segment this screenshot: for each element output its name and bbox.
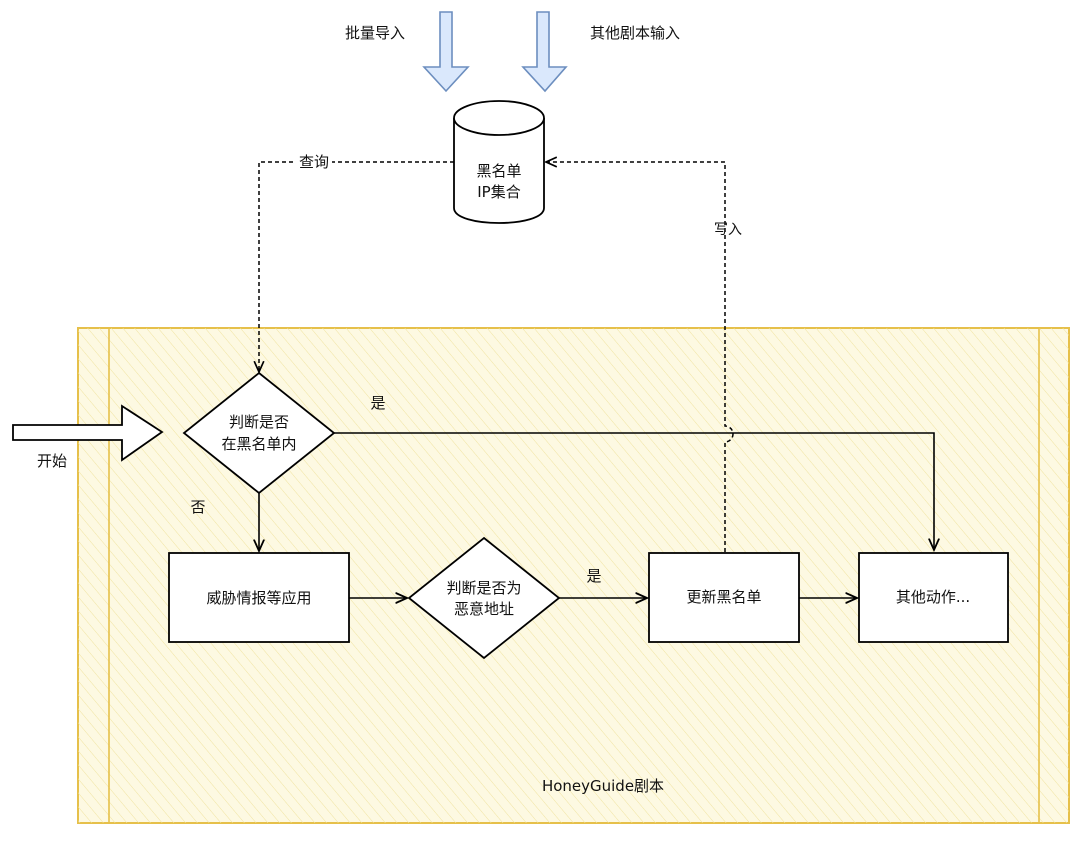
other-script-label: 其他剧本输入 (590, 24, 680, 42)
query-edge-label: 查询 (299, 153, 329, 171)
start-label: 开始 (37, 452, 67, 470)
container-title: HoneyGuide剧本 (542, 777, 664, 795)
decision1-line1: 判断是否 (229, 413, 289, 431)
database-top (453, 100, 545, 136)
threat-intel-box: 威胁情报等应用 (168, 552, 350, 643)
write-edge (546, 162, 734, 552)
other-script-arrow-icon (521, 11, 568, 93)
update-blacklist-box: 更新黑名单 (648, 552, 800, 643)
write-edge-label: 写入 (714, 222, 742, 238)
threat-intel-label: 威胁情报等应用 (206, 589, 311, 607)
yes-edge-mid-label: 是 (586, 567, 601, 585)
batch-import-label: 批量导入 (345, 24, 405, 42)
database-cylinder-icon (453, 118, 545, 224)
blacklist-database: 黑名单 IP集合 (453, 100, 545, 224)
decision1-line2: 在黑名单内 (221, 435, 296, 453)
other-actions-box: 其他动作... (858, 552, 1009, 643)
start-arrow-icon (12, 404, 164, 462)
decision-in-blacklist: 判断是否 在黑名单内 (182, 371, 336, 495)
decision2-line2: 恶意地址 (454, 600, 514, 618)
other-actions-label: 其他动作... (896, 588, 970, 606)
no-edge-label: 否 (190, 498, 205, 516)
database-label-line1: 黑名单 (476, 162, 521, 180)
decision-malicious: 判断是否为 恶意地址 (407, 536, 561, 660)
query-edge (259, 161, 454, 372)
decision2-line1: 判断是否为 (446, 579, 521, 597)
yes-edge-top-label: 是 (370, 394, 385, 412)
database-label-line2: IP集合 (477, 183, 520, 201)
batch-import-arrow-icon (422, 11, 470, 93)
update-blacklist-label: 更新黑名单 (686, 588, 761, 606)
yes-edge-top (334, 432, 934, 550)
